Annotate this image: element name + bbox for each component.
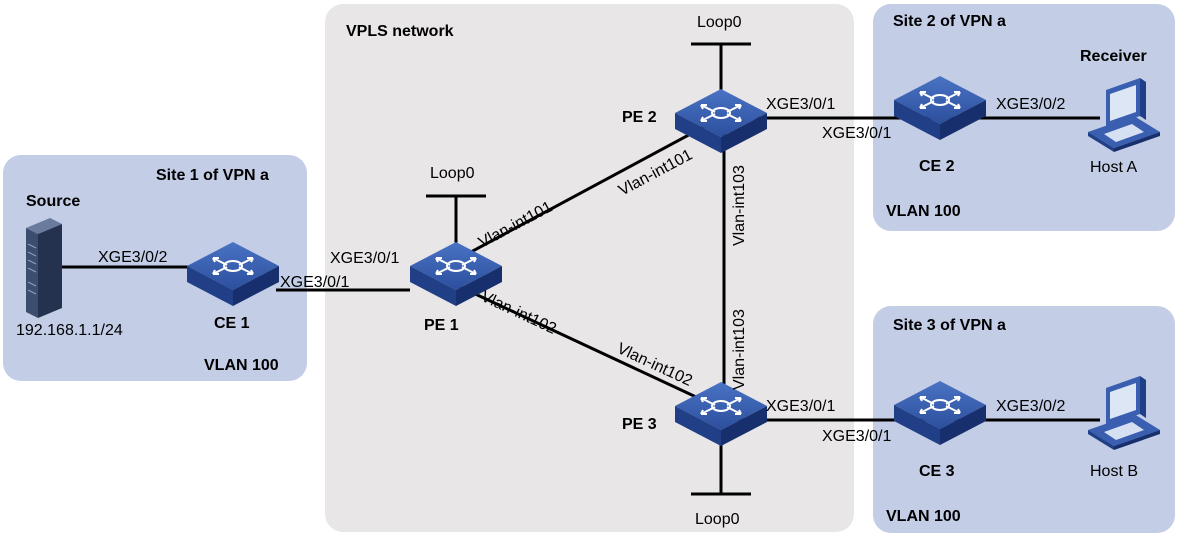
iface-pe2-ce2: XGE3/0/1 (766, 96, 835, 113)
ce2-label: CE 2 (919, 158, 955, 175)
ce1-label: CE 1 (214, 315, 250, 332)
server-icon (26, 218, 62, 318)
receiver-label: Receiver (1080, 48, 1147, 65)
source-ip-label: 192.168.1.1/24 (16, 322, 123, 339)
pe3-label: PE 3 (622, 416, 657, 433)
iface-ce3-hostb: XGE3/0/2 (996, 398, 1065, 415)
iface-ce3-pe3: XGE3/0/1 (822, 428, 891, 445)
pe2-loop-label: Loop0 (697, 14, 742, 31)
iface-pe2-pe3: Vlan-int103 (731, 165, 748, 246)
pe2-label: PE 2 (622, 109, 657, 126)
host-b-label: Host B (1090, 463, 1138, 480)
link-pe1-pe2 (455, 114, 725, 262)
iface-ce1-pe1: XGE3/0/1 (280, 274, 349, 291)
site1-title: Site 1 of VPN a (156, 167, 269, 184)
vpls-title: VPLS network (346, 23, 454, 40)
link-pe1-pe3 (455, 283, 725, 412)
site3-title: Site 3 of VPN a (893, 317, 1006, 334)
iface-source-ce1: XGE3/0/2 (98, 249, 167, 266)
site3-vlan: VLAN 100 (886, 508, 961, 525)
pe1-label: PE 1 (424, 317, 459, 334)
iface-ce2-pe2: XGE3/0/1 (822, 125, 891, 142)
site2-vlan: VLAN 100 (886, 203, 961, 220)
host-a-label: Host A (1090, 159, 1137, 176)
iface-ce2-hosta: XGE3/0/2 (996, 96, 1065, 113)
iface-pe3-ce3: XGE3/0/1 (766, 398, 835, 415)
iface-pe3-pe2: Vlan-int103 (731, 309, 748, 390)
source-label: Source (26, 193, 80, 210)
iface-pe1-ce1: XGE3/0/1 (330, 250, 399, 267)
vpls-region (325, 4, 854, 532)
pe1-loop-label: Loop0 (430, 165, 475, 182)
site2-title: Site 2 of VPN a (893, 13, 1006, 30)
site1-vlan: VLAN 100 (204, 357, 279, 374)
pe3-loop-label: Loop0 (695, 511, 740, 528)
ce3-label: CE 3 (919, 463, 955, 480)
